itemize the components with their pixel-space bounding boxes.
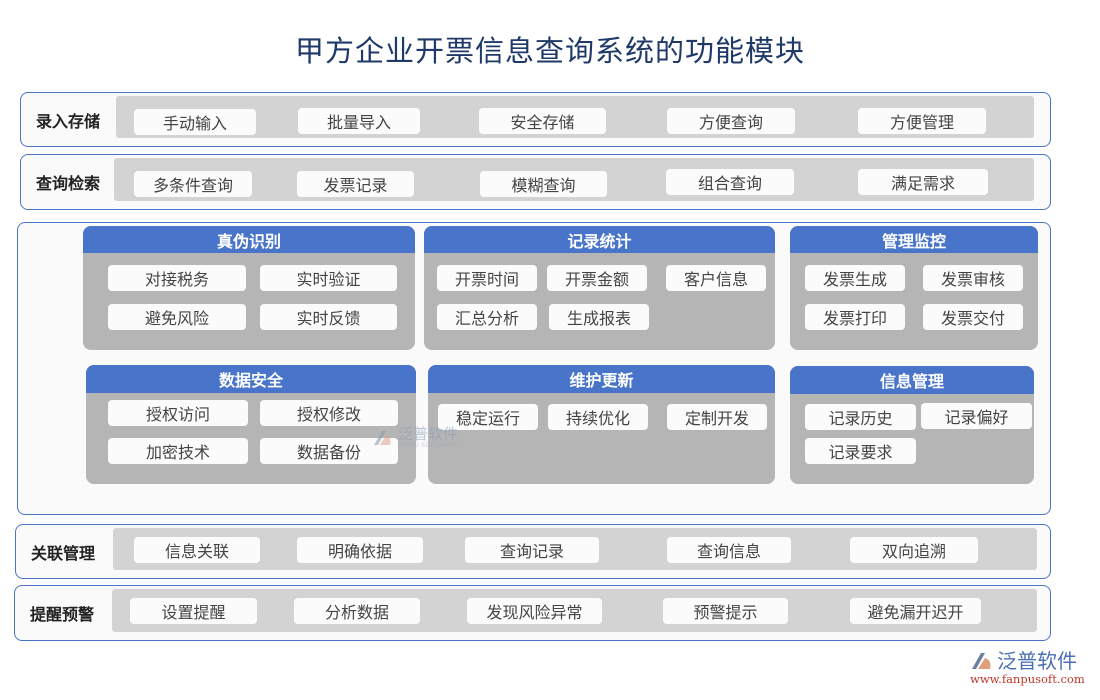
feature-chip: 预警提示 (663, 598, 788, 624)
row-label: 录入存储 (35, 111, 100, 131)
feature-chip: 开票金额 (547, 265, 647, 291)
feature-chip: 授权访问 (108, 400, 248, 426)
module-title: 记录统计 (424, 226, 775, 253)
feature-chip: 组合查询 (666, 169, 794, 195)
feature-chip: 明确依据 (297, 537, 423, 563)
module-management-monitoring: 管理监控 发票生成 发票审核 发票打印 发票交付 (790, 226, 1038, 350)
row-band: 信息关联 明确依据 查询记录 查询信息 双向追溯 (113, 528, 1037, 570)
module-title: 信息管理 (790, 366, 1034, 394)
row-reminder-alert: 提醒预警 设置提醒 分析数据 发现风险异常 预警提示 避免漏开迟开 (14, 585, 1051, 641)
feature-chip: 批量导入 (298, 108, 420, 134)
row-band: 设置提醒 分析数据 发现风险异常 预警提示 避免漏开迟开 (112, 589, 1037, 632)
feature-chip: 发票审核 (923, 265, 1023, 291)
feature-chip: 记录要求 (805, 438, 916, 464)
row-label: 提醒预警 (29, 605, 94, 624)
module-data-security: 数据安全 授权访问 授权修改 加密技术 数据备份 (86, 365, 416, 484)
feature-chip: 生成报表 (549, 304, 649, 330)
feature-chip: 手动输入 (134, 109, 256, 135)
feature-chip: 避免漏开迟开 (850, 598, 981, 624)
row-association-management: 关联管理 信息关联 明确依据 查询记录 查询信息 双向追溯 (15, 524, 1051, 579)
feature-chip: 查询记录 (465, 537, 599, 563)
feature-chip: 多条件查询 (134, 171, 252, 197)
feature-chip: 信息关联 (134, 537, 260, 563)
module-authenticity: 真伪识别 对接税务 实时验证 避免风险 实时反馈 (83, 226, 415, 350)
feature-chip: 汇总分析 (437, 304, 537, 330)
feature-chip: 实时反馈 (260, 304, 397, 330)
feature-chip: 定制开发 (667, 404, 767, 430)
feature-chip: 记录历史 (805, 404, 916, 430)
feature-chip: 对接税务 (108, 265, 246, 291)
feature-chip: 发现风险异常 (467, 598, 602, 624)
page-title: 甲方企业开票信息查询系统的功能模块 (294, 34, 805, 68)
brand-logo: 泛普软件 www.fanpusoft.com (970, 651, 1095, 686)
feature-chip: 加密技术 (108, 438, 248, 464)
row-label: 查询检索 (35, 174, 100, 193)
feature-chip: 满足需求 (858, 169, 988, 195)
module-info-management: 信息管理 记录历史 记录偏好 记录要求 (790, 366, 1034, 484)
row-band: 手动输入 批量导入 安全存储 方便查询 方便管理 (116, 96, 1034, 138)
fanpu-logo-icon (374, 431, 391, 445)
row-band: 多条件查询 发票记录 模糊查询 组合查询 满足需求 (114, 158, 1034, 201)
feature-chip: 避免风险 (108, 304, 246, 330)
feature-chip: 稳定运行 (438, 404, 538, 430)
feature-chip: 持续优化 (548, 404, 648, 430)
feature-chip: 分析数据 (294, 598, 420, 624)
fanpu-logo-icon (972, 653, 991, 669)
row-label: 关联管理 (30, 543, 95, 563)
feature-chip: 发票记录 (297, 171, 414, 197)
feature-chip: 发票交付 (923, 304, 1023, 330)
feature-chip: 开票时间 (437, 265, 537, 291)
feature-chip: 模糊查询 (480, 171, 607, 197)
feature-chip: 发票生成 (805, 265, 905, 291)
module-record-stats: 记录统计 开票时间 开票金额 客户信息 汇总分析 生成报表 (424, 226, 775, 350)
watermark-sub: FANPU SOFTWARE (398, 442, 457, 449)
feature-chip: 双向追溯 (850, 537, 978, 563)
brand-name: 泛普软件 (997, 649, 1077, 673)
feature-chip: 客户信息 (666, 265, 766, 291)
module-maintenance-update: 维护更新 稳定运行 持续优化 定制开发 (428, 365, 775, 484)
feature-chip: 发票打印 (805, 304, 905, 330)
feature-chip: 设置提醒 (130, 598, 257, 624)
watermark-name: 泛普软件 (398, 425, 459, 443)
module-title: 维护更新 (428, 365, 775, 393)
feature-chip: 实时验证 (260, 265, 397, 291)
feature-chip: 记录偏好 (921, 403, 1032, 429)
module-title: 真伪识别 (83, 226, 415, 253)
feature-chip: 方便查询 (667, 108, 795, 134)
feature-chip: 授权修改 (260, 400, 398, 426)
module-title: 管理监控 (790, 226, 1038, 253)
watermark: 泛普软件 FANPU SOFTWARE (372, 427, 458, 449)
module-title: 数据安全 (86, 365, 416, 393)
feature-chip: 安全存储 (479, 108, 606, 134)
brand-url: www.fanpusoft.com (970, 672, 1085, 686)
feature-chip: 方便管理 (858, 108, 986, 134)
feature-chip: 数据备份 (260, 438, 398, 464)
feature-chip: 查询信息 (667, 537, 791, 563)
row-query-search: 查询检索 多条件查询 发票记录 模糊查询 组合查询 满足需求 (20, 154, 1051, 210)
row-input-storage: 录入存储 手动输入 批量导入 安全存储 方便查询 方便管理 (20, 92, 1051, 147)
